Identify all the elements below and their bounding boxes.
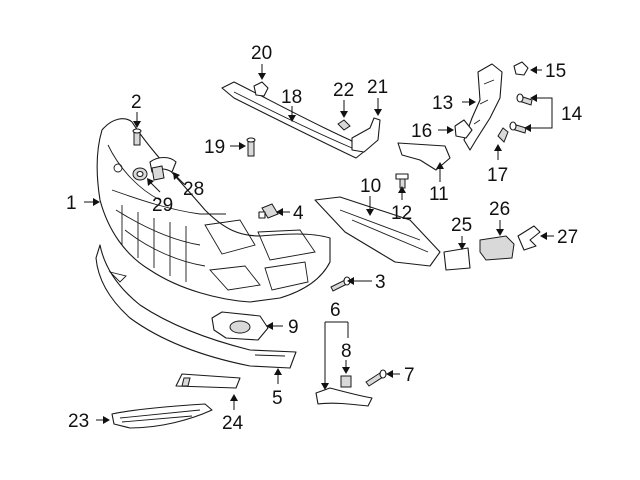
part-bracket-11 [397,142,451,171]
callout-12: 12 [391,203,412,224]
callout-19: 19 [204,137,225,158]
callout-28: 28 [183,179,204,200]
callout-25: 25 [451,215,472,236]
part-bolt-3 [330,276,351,292]
part-mounting-bracket-13 [463,63,503,151]
part-module-26 [479,235,515,261]
callout-16: 16 [411,121,432,142]
part-bolt-17 [497,127,509,143]
part-clip-16 [454,119,473,139]
part-bolts-14 [509,93,533,134]
callout-11: 11 [429,184,449,205]
part-bolt-7 [365,369,387,387]
callout-2: 2 [131,92,142,113]
callout-7: 7 [404,365,415,386]
callout-29: 29 [152,195,173,216]
part-lower-spoiler-5 [95,244,297,369]
callout-17: 17 [487,165,508,186]
callout-10: 10 [360,176,381,197]
callout-18: 18 [281,87,302,108]
callout-23: 23 [68,411,89,432]
part-bolt-19 [246,137,256,157]
callout-26: 26 [489,199,510,220]
callout-24: 24 [222,413,244,434]
part-bolt-2 [132,128,142,146]
part-bolt-12 [395,173,409,189]
part-undershield-10 [314,196,441,267]
part-bracket-27 [517,225,541,251]
part-clip-4 [258,203,279,219]
leader-lines [84,64,554,424]
part-insulator-25 [443,247,471,271]
callout-5: 5 [272,388,283,409]
callout-22: 22 [333,80,354,101]
part-nut-20 [253,81,269,97]
callout-15: 15 [545,61,566,82]
callout-13: 13 [432,93,453,114]
callout-27: 27 [557,227,578,248]
part-grille-23 [111,403,213,429]
part-trim-24 [175,373,241,389]
callout-labels: 1 2 3 4 5 6 7 8 9 10 11 12 13 14 15 16 1… [66,43,583,434]
callout-21: 21 [367,77,388,98]
callout-20: 20 [251,43,272,64]
part-bolt-22 [337,119,351,131]
callout-1: 1 [66,193,77,214]
callout-4: 4 [293,203,304,224]
part-sensor-29 [132,167,148,181]
part-bracket-21 [351,117,381,153]
part-clip-8 [340,375,352,388]
part-corner-molding-6 [315,387,373,407]
part-nut-15 [513,61,529,76]
callout-6: 6 [330,300,341,321]
callout-9: 9 [288,317,299,338]
part-tow-cover-9 [211,311,269,341]
callout-14: 14 [561,104,583,125]
part-sensor-bracket-28 [149,156,177,181]
callout-3: 3 [375,272,386,293]
callout-8: 8 [341,341,352,362]
